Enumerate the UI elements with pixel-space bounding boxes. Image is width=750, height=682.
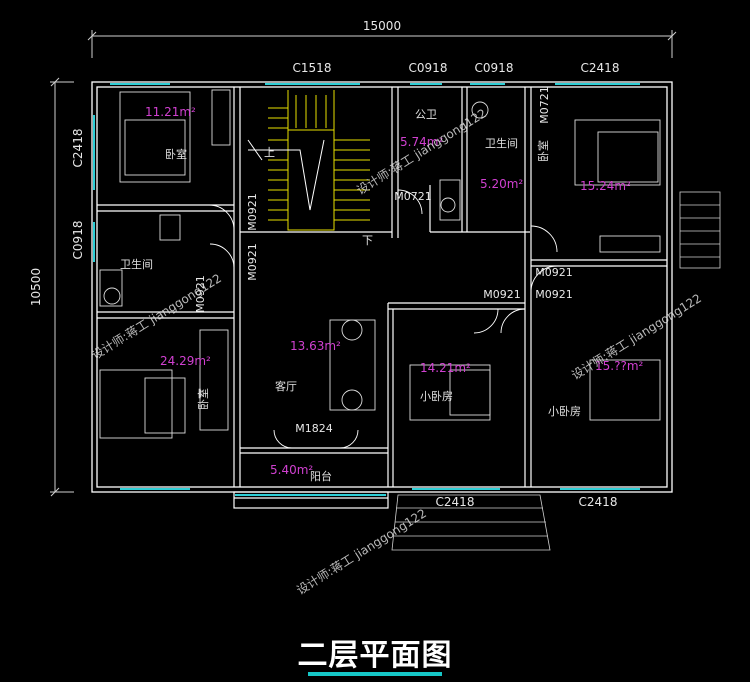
room-label-small-bedroom-e: 小卧房 — [548, 405, 581, 418]
area-label-bedroom-ne: 15.24m² — [580, 179, 631, 193]
overall-depth-label: 10500 — [29, 268, 43, 306]
overall-width-label: 15000 — [363, 19, 401, 33]
door-label-m0721-vert: M0721 — [538, 86, 551, 124]
area-label-small-bedroom-mid: 14.21m² — [420, 361, 471, 375]
door-label-m0921-e: M0921 — [483, 288, 521, 301]
watermark-1: 设计师:蒋工 jianggong122 — [89, 271, 224, 362]
window-label-c0918-a: C0918 — [409, 61, 448, 75]
door-label-m0721: M0721 — [394, 190, 432, 203]
area-label-small-bedroom-e: 15.??m² — [595, 359, 644, 373]
room-label-bedroom-sw: 卧室 — [196, 388, 210, 410]
window-label-c2418-left: C2418 — [71, 129, 85, 168]
door-label-m0921-b: M0921 — [246, 243, 259, 281]
area-label-bedroom-nw: 11.21m² — [145, 105, 196, 119]
room-label-public-wc: 公卫 — [415, 108, 437, 121]
area-label-bathroom-e: 5.20m² — [480, 177, 523, 191]
door-label-m0921-c: M0921 — [194, 275, 207, 313]
window-label-c2418-top: C2418 — [581, 61, 620, 75]
area-label-living: 13.63m² — [290, 339, 341, 353]
room-label-balcony: 阳台 — [310, 469, 332, 483]
room-label-bathroom-e: 卫生间 — [485, 136, 518, 150]
stair-up-label: 上 — [264, 146, 275, 159]
window-label-c2418-bottom-b: C2418 — [579, 495, 618, 509]
room-label-bedroom-ne: 卧室 — [536, 140, 550, 162]
window-label-c2418-bottom-a: C2418 — [436, 495, 475, 509]
area-label-public-wc: 5.74m² — [400, 135, 443, 149]
room-label-bathroom-w: 卫生间 — [120, 257, 153, 271]
stair-down-label: 下 — [362, 234, 373, 247]
window-label-c0918-b: C0918 — [475, 61, 514, 75]
area-label-bedroom-sw: 24.29m² — [160, 354, 211, 368]
door-label-m0921-f: M0921 — [535, 288, 573, 301]
window-label-c0918-left: C0918 — [71, 221, 85, 260]
window-label-c1518: C1518 — [293, 61, 332, 75]
title-underline — [308, 672, 442, 676]
room-label-small-bedroom-mid: 小卧房 — [420, 390, 453, 403]
door-label-m0921-d: M0921 — [535, 266, 573, 279]
room-label-living: 客厅 — [275, 379, 297, 393]
door-label-m1824: M1824 — [295, 422, 333, 435]
door-label-m0921-a: M0921 — [246, 193, 259, 231]
watermark-4: 设计师:蒋工 jianggong122 — [294, 506, 429, 597]
room-label-bedroom-nw: 卧室 — [165, 147, 187, 161]
drawing-title: 二层平面图 — [297, 638, 453, 673]
area-label-balcony: 5.40m² — [270, 463, 313, 477]
